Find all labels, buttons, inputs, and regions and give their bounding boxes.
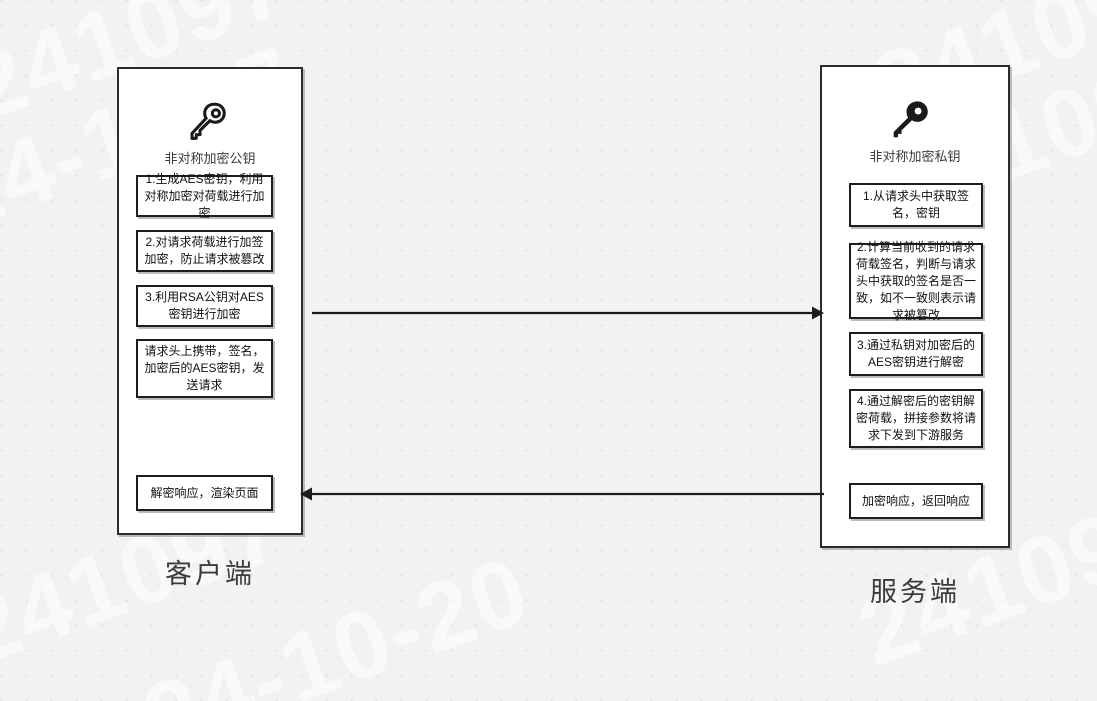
client-caption: 客户端 [165, 559, 255, 589]
key-outline-icon [186, 98, 232, 144]
server-step-1[interactable]: 1.从请求头中获取签名，密钥 [849, 183, 983, 227]
client-step-4[interactable]: 请求头上携带，签名，加密后的AES密钥，发送请求 [136, 339, 273, 398]
client-step-2[interactable]: 2.对请求荷载进行加签加密，防止请求被篡改 [136, 230, 273, 272]
server-role-label: 非对称加密私钥 [869, 149, 961, 164]
client-step-1[interactable]: 1.生成AES密钥，利用对称加密对荷载进行加密 [136, 172, 273, 220]
request-arrow[interactable] [312, 304, 824, 322]
client-step-3[interactable]: 3.利用RSA公钥对AES密钥进行加密 [136, 285, 273, 327]
server-step-5[interactable]: 加密响应，返回响应 [849, 483, 983, 519]
client-step-5[interactable]: 解密响应，渲染页面 [136, 475, 273, 511]
response-arrow[interactable] [300, 485, 824, 503]
server-step-3[interactable]: 3.通过私钥对加密后的AES密钥进行解密 [849, 332, 983, 376]
client-role-label: 非对称加密公钥 [164, 151, 256, 166]
server-step-4[interactable]: 4.通过解密后的密钥解密荷载，拼接参数将请求下发到下游服务 [849, 389, 983, 448]
server-caption: 服务端 [870, 577, 960, 607]
server-step-2[interactable]: 2.计算当前收到的请求荷载签名，判断与请求头中获取的签名是否一致，如不一致则表示… [849, 240, 983, 322]
key-filled-icon [888, 96, 934, 142]
